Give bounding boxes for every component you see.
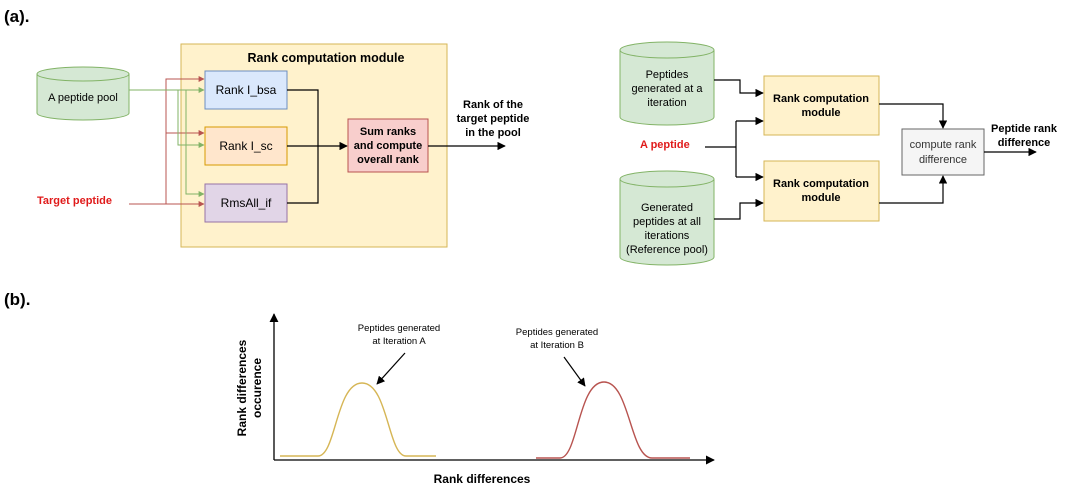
rank-bsa-label: Rank I_bsa	[216, 83, 277, 97]
peptide-pool-arrows	[129, 87, 205, 197]
rank-module-box-1: Rank computation module	[763, 75, 880, 136]
a-peptide-label: A peptide	[640, 139, 690, 151]
rank-module-box-2: Rank computation module	[763, 160, 880, 222]
sum-line-1: Sum ranks	[360, 126, 416, 138]
iteration-pool-line-1: Peptides	[646, 69, 689, 81]
x-axis-label: Rank differences	[434, 472, 531, 486]
module1-line-2: module	[801, 107, 840, 119]
module2-line-2: module	[801, 192, 840, 204]
diff-line-2: difference	[919, 154, 967, 166]
module2-line-1: Rank computation	[773, 178, 869, 190]
target-peptide-label: Target peptide	[37, 195, 112, 207]
right-output-line-2: difference	[998, 137, 1051, 149]
rank-to-sum-connectors	[287, 89, 348, 204]
peptide-pool-cylinder: A peptide pool	[36, 66, 130, 121]
annot-a-line-1: Peptides generated	[358, 323, 440, 334]
rank-sc-box: Rank I_sc	[204, 126, 288, 166]
rank-sc-label: Rank I_sc	[219, 139, 272, 153]
y-axis-label: Rank differences occurence	[235, 339, 264, 436]
rank-bsa-box: Rank I_bsa	[204, 70, 288, 110]
sum-ranks-box: Sum ranks and compute overall rank	[347, 118, 429, 173]
sum-line-3: overall rank	[357, 154, 420, 166]
distribution-axes	[269, 313, 715, 465]
reference-pool-line-4: (Reference pool)	[626, 244, 708, 256]
output-line-2: target peptide	[457, 113, 530, 125]
annot-b-line-1: Peptides generated	[516, 327, 598, 338]
y-label-line-1: Rank differences	[235, 339, 249, 436]
annot-b-arrow	[563, 356, 586, 387]
iteration-b-annotation: Peptides generated at Iteration B	[516, 327, 598, 351]
target-peptide-arrows	[129, 76, 205, 207]
iteration-b-distribution-curve	[536, 381, 690, 459]
iteration-pool-line-2: generated at a	[632, 83, 704, 95]
peptide-pool-label: A peptide pool	[48, 92, 118, 104]
right-output-line-1: Peptide rank	[991, 123, 1058, 135]
annot-b-line-2: at Iteration B	[530, 340, 584, 351]
reference-pool-line-3: iterations	[645, 230, 690, 242]
y-label-line-2: occurence	[250, 358, 264, 418]
annot-a-line-2: at Iteration A	[372, 336, 426, 347]
diff-line-1: compute rank	[910, 139, 977, 151]
reference-pool-line-1: Generated	[641, 202, 693, 214]
rmsall-box: RmsAll_if	[204, 183, 288, 223]
iteration-pool-cylinder: Peptides generated at a iteration	[619, 41, 715, 126]
peptide-rank-difference-label: Peptide rank difference	[991, 123, 1058, 149]
reference-pool-cylinder: Generated peptides at all iterations (Re…	[619, 170, 715, 266]
module1-line-1: Rank computation	[773, 93, 869, 105]
iteration-pool-line-3: iteration	[647, 97, 686, 109]
iteration-a-distribution-curve	[280, 382, 436, 457]
annot-a-arrow	[376, 352, 406, 385]
rank-module-title: Rank computation module	[248, 51, 405, 65]
panel-b-label: (b).	[4, 290, 30, 309]
iteration-a-annotation: Peptides generated at Iteration A	[358, 323, 440, 347]
output-line-3: in the pool	[465, 127, 521, 139]
panel-a-label: (a).	[4, 7, 30, 26]
rank-output-label: Rank of the target peptide in the pool	[457, 99, 530, 139]
output-line-1: Rank of the	[463, 99, 523, 111]
reference-pool-line-2: peptides at all	[633, 216, 701, 228]
compute-rank-difference-box: compute rank difference	[901, 128, 985, 176]
sum-line-2: and compute	[354, 140, 422, 152]
rmsall-label: RmsAll_if	[221, 196, 272, 210]
right-flow-connectors	[705, 79, 1037, 220]
